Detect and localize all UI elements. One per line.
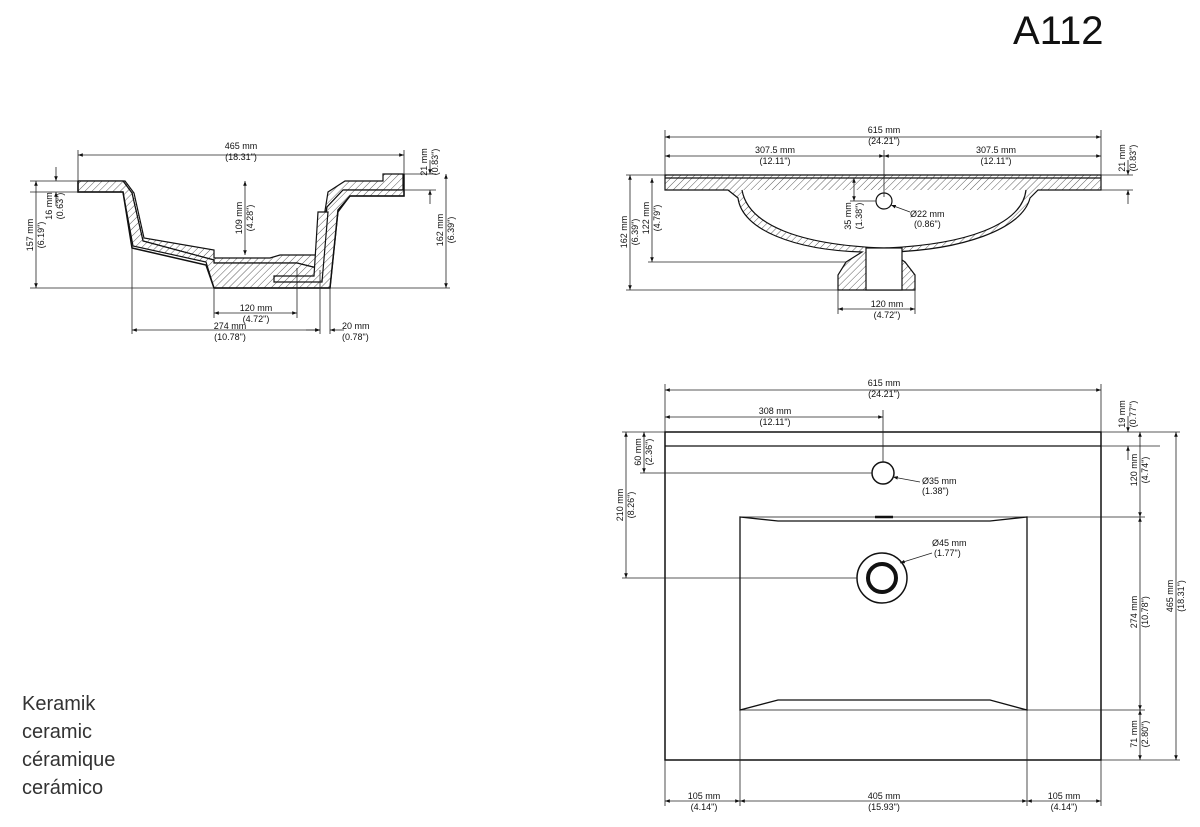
top-dim-drain-45: Ø45 mm <box>932 538 967 548</box>
front-dim-307-right-in: (12.11") <box>980 156 1011 166</box>
front-dim-22-in: (0.86") <box>914 219 941 229</box>
front-dim-22: Ø22 mm <box>910 209 945 219</box>
front-dim-120: 120 mm <box>871 299 904 309</box>
front-dim-307-right: 307.5 mm <box>976 145 1016 155</box>
side-dim-162-in: (6.39") <box>446 217 456 244</box>
side-dim-16: 16 mm <box>44 192 54 220</box>
side-overflow-channel <box>273 211 329 283</box>
top-drain-inner <box>866 562 898 594</box>
side-dim-21: 21 mm <box>419 148 429 176</box>
side-dim-120-in: (4.72") <box>243 314 270 324</box>
side-dim-157-in: (6.19") <box>36 222 46 249</box>
top-dim-405-in: (15.93") <box>868 802 900 812</box>
top-tap-hole <box>871 461 895 485</box>
side-dim-120: 120 mm <box>240 303 273 313</box>
top-dim-210: 210 mm <box>615 489 625 522</box>
top-dim-274-in: (10.78") <box>1140 596 1150 628</box>
top-dim-60: 60 mm <box>633 438 643 466</box>
top-dim-120: 120 mm <box>1129 454 1139 487</box>
front-drain-bore <box>865 247 903 291</box>
side-dim-21-in: (0.83") <box>430 149 440 176</box>
side-dim-20-in: (0.78") <box>342 332 369 342</box>
top-dim-tap-35: Ø35 mm <box>922 476 957 486</box>
front-dim-35: 35 mm <box>843 202 853 230</box>
model-code: A112 <box>1013 9 1103 53</box>
front-dim-615-in: (24.21") <box>868 136 900 146</box>
top-dim-465-in: (18.31") <box>1176 580 1186 612</box>
material-de: Keramik <box>22 693 96 715</box>
front-dim-162-in: (6.39") <box>630 219 640 246</box>
top-dim-615: 615 mm <box>868 378 901 388</box>
top-dim-405: 405 mm <box>868 791 901 801</box>
top-dim-19-in: (0.77") <box>1128 401 1138 428</box>
top-dim-465: 465 mm <box>1165 580 1175 613</box>
front-dim-35-in: (1.38") <box>854 203 864 230</box>
front-dim-162: 162 mm <box>619 216 629 249</box>
top-dim-19: 19 mm <box>1117 400 1127 428</box>
top-dim-drain-45-in: (1.77") <box>934 548 961 558</box>
front-dim-21-in: (0.83") <box>1128 145 1138 172</box>
front-dim-615: 615 mm <box>868 125 901 135</box>
material-en: ceramic <box>22 721 92 743</box>
top-dim-105-right: 105 mm <box>1048 791 1081 801</box>
side-dim-16-in: (0.63") <box>55 193 65 220</box>
side-dim-465: 465 mm <box>225 141 258 151</box>
top-dim-105-left: 105 mm <box>688 791 721 801</box>
front-dim-122: 122 mm <box>641 202 651 235</box>
side-dim-274-in: (10.78") <box>214 332 246 342</box>
front-dim-307-left-in: (12.11") <box>759 156 790 166</box>
side-dim-20: 20 mm <box>342 321 370 331</box>
top-dim-71-in: (2.80") <box>1140 721 1150 748</box>
side-dim-274: 274 mm <box>214 321 247 331</box>
side-dim-162: 162 mm <box>435 214 445 247</box>
top-dim-tap-35-in: (1.38") <box>922 486 949 496</box>
material-es: cerámico <box>22 777 103 799</box>
top-dim-71: 71 mm <box>1129 720 1139 748</box>
front-dim-21: 21 mm <box>1117 144 1127 172</box>
front-dim-122-in: (4.79") <box>652 205 662 232</box>
front-dim-120-in: (4.72") <box>874 310 901 320</box>
top-dim-274: 274 mm <box>1129 596 1139 629</box>
side-dim-109: 109 mm <box>234 202 244 235</box>
front-dim-307-left: 307.5 mm <box>755 145 795 155</box>
side-dim-109-in: (4.28") <box>245 205 255 232</box>
top-dim-210-in: (8.26") <box>626 492 636 519</box>
material-labels: Keramik ceramic céramique cerámico <box>22 693 115 799</box>
front-section-view: 615 mm (24.21") 307.5 mm (12.11") 307.5 … <box>619 125 1138 320</box>
material-fr: céramique <box>22 749 115 771</box>
top-dim-105-right-in: (4.14") <box>1051 802 1078 812</box>
top-dim-60-in: (2.36") <box>644 439 654 466</box>
top-dim-308-in: (12.11") <box>759 417 790 427</box>
top-basin-outline <box>739 516 1028 711</box>
side-section-view: 465 mm (18.31") 21 mm (0.83") 109 mm (4.… <box>25 141 456 342</box>
side-dim-157: 157 mm <box>25 219 35 252</box>
side-dim-465-in: (18.31") <box>225 152 257 162</box>
top-dim-120-in: (4.74") <box>1140 457 1150 484</box>
top-dim-615-in: (24.21") <box>868 389 900 399</box>
top-dim-105-left-in: (4.14") <box>691 802 718 812</box>
top-plan-view: 615 mm (24.21") 308 mm (12.11") 19 mm (0… <box>615 378 1186 812</box>
top-dim-308: 308 mm <box>759 406 792 416</box>
